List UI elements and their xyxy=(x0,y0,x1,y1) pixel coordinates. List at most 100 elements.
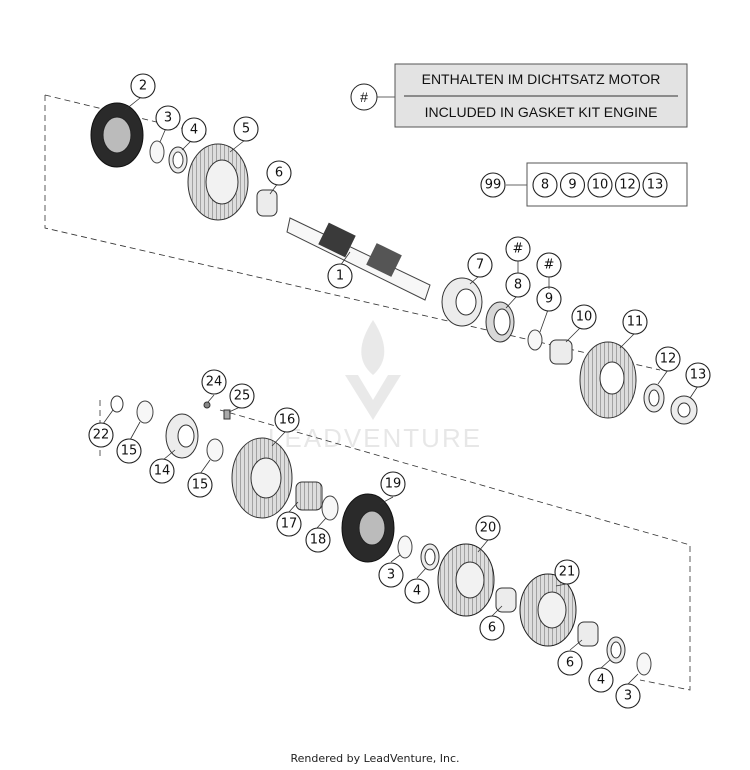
ring-part-4-lower-b xyxy=(606,636,626,664)
callout-c4b: 4 xyxy=(404,578,430,604)
callout-label-c14: 14 xyxy=(154,464,171,479)
callout-c12: 12 xyxy=(655,346,681,372)
washer-part-12 xyxy=(643,383,665,413)
legend-text-german: ENTHALTEN IM DICHTSATZ MOTOR xyxy=(422,71,661,87)
callout-c5: 5 xyxy=(233,116,259,142)
callout-label-c16: 16 xyxy=(279,413,296,428)
callout-c19: 19 xyxy=(380,471,406,497)
kit-99-group: 99 8 9 10 12 13 xyxy=(480,162,688,207)
callout-c3a: 3 xyxy=(155,105,181,131)
hash-marker-label: # xyxy=(544,258,555,273)
callout-label-c8: 8 xyxy=(514,278,522,293)
svg-text:13: 13 xyxy=(647,178,664,193)
callout-c6c: 6 xyxy=(557,650,583,676)
gear-part-20 xyxy=(437,543,495,617)
bushing-part-6-lower-a xyxy=(495,587,517,613)
callout-label-c22: 22 xyxy=(93,428,110,443)
callout-label-c2: 2 xyxy=(139,79,147,94)
callout-c15a: 15 xyxy=(116,438,142,464)
callout-label-c21: 21 xyxy=(559,565,576,580)
callout-label-c18: 18 xyxy=(310,533,327,548)
kit-item-callout: 12 xyxy=(614,172,641,198)
callout-c18: 18 xyxy=(305,527,331,553)
callout-label-c13: 13 xyxy=(690,368,707,383)
kit-item-callout: 10 xyxy=(587,172,613,198)
hash-marker-c9h: # xyxy=(536,252,562,289)
svg-text:9: 9 xyxy=(568,178,576,193)
main-shaft-part-1 xyxy=(286,217,431,301)
callout-c25: 25 xyxy=(229,383,255,409)
callout-label-c6a: 6 xyxy=(275,166,283,181)
callout-label-c19: 19 xyxy=(385,477,402,492)
callout-label-c17: 17 xyxy=(281,517,298,532)
callout-c7: 7 xyxy=(467,252,493,278)
svg-text:10: 10 xyxy=(592,178,609,193)
nut-part-13 xyxy=(670,395,698,425)
sprocket-part-11 xyxy=(579,341,637,419)
bushing-part-6-lower-b xyxy=(577,621,599,647)
callout-c11: 11 xyxy=(622,309,648,335)
bushing-part-6-upper xyxy=(256,189,278,217)
callout-c22: 22 xyxy=(88,422,114,448)
circlip-part-22 xyxy=(110,395,124,413)
callout-label-c10: 10 xyxy=(576,310,593,325)
callout-label-c3a: 3 xyxy=(164,111,172,126)
gear-part-2 xyxy=(90,102,144,168)
callout-label-c4b: 4 xyxy=(413,584,421,599)
needle-bearing-part-17 xyxy=(295,481,323,511)
washer-part-3-upper xyxy=(149,140,165,164)
kit-99-callout: 99 xyxy=(480,172,506,198)
callout-c17: 17 xyxy=(276,511,302,537)
callout-c6a: 6 xyxy=(266,160,292,186)
gear-part-21 xyxy=(519,573,577,647)
bearing-part-14 xyxy=(165,413,199,459)
gear-part-5 xyxy=(187,143,249,221)
callout-label-c25: 25 xyxy=(234,389,251,404)
callout-c21: 21 xyxy=(554,559,580,585)
watermark-text: LEADVENTURE xyxy=(268,423,482,453)
svg-text:8: 8 xyxy=(541,178,549,193)
kit-item-callout: 13 xyxy=(642,172,668,198)
callout-label-c15a: 15 xyxy=(121,444,138,459)
callout-label-c7: 7 xyxy=(476,258,484,273)
callout-label-c3c: 3 xyxy=(624,689,632,704)
hash-marker-c8h: # xyxy=(505,236,531,273)
callout-c2: 2 xyxy=(130,73,156,99)
washer-part-15-a xyxy=(136,400,154,424)
callout-c3c: 3 xyxy=(615,683,641,709)
washer-part-18 xyxy=(321,495,339,521)
callout-label-c20: 20 xyxy=(480,521,497,536)
washer-part-15-b xyxy=(206,438,224,462)
gear-part-16 xyxy=(231,437,293,519)
bushing-part-10 xyxy=(549,339,573,365)
svg-text:99: 99 xyxy=(485,178,502,193)
watermark-logo: LEADVENTURE xyxy=(268,320,482,453)
spring-part-25 xyxy=(223,409,231,420)
hash-marker-label: # xyxy=(513,242,524,257)
ball-part-24 xyxy=(203,401,211,409)
callout-c4a: 4 xyxy=(181,117,207,143)
callout-label-c3b: 3 xyxy=(387,568,395,583)
callout-label-c1: 1 xyxy=(336,269,344,284)
callout-label-c24: 24 xyxy=(206,375,223,390)
hash-markers: ## xyxy=(505,236,562,289)
callout-c4c: 4 xyxy=(588,667,614,693)
washer-part-3-lower-b xyxy=(636,652,652,676)
callout-c9: 9 xyxy=(536,286,562,312)
callout-label-c11: 11 xyxy=(627,315,644,330)
callout-label-c4a: 4 xyxy=(190,123,198,138)
washer-part-3-lower-a xyxy=(397,535,413,559)
callout-c6b: 6 xyxy=(479,615,505,641)
callout-label-c5: 5 xyxy=(242,122,250,137)
legend-symbol: # xyxy=(360,89,368,105)
bearing-part-7 xyxy=(441,277,483,327)
callout-c24: 24 xyxy=(201,369,227,395)
svg-text:12: 12 xyxy=(619,178,636,193)
legend-gasket-kit: # ENTHALTEN IM DICHTSATZ MOTOR INCLUDED … xyxy=(350,63,688,128)
callout-c1: 1 xyxy=(327,263,353,289)
kit-item-callout: 9 xyxy=(559,172,586,198)
callout-label-c4c: 4 xyxy=(597,673,605,688)
legend-text-english: INCLUDED IN GASKET KIT ENGINE xyxy=(425,104,658,120)
